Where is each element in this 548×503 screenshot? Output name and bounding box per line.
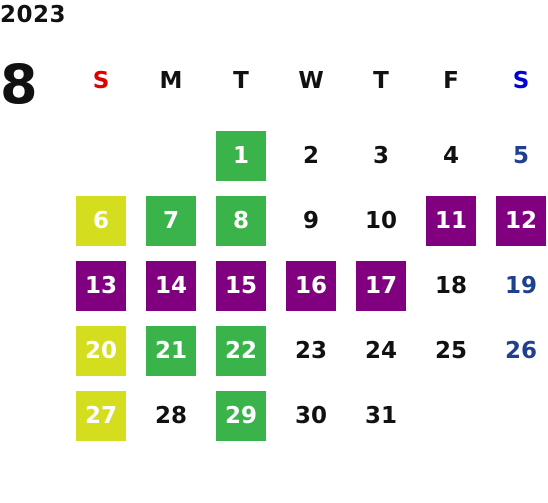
day-31[interactable]: 31	[364, 402, 397, 429]
day-19[interactable]: 19	[504, 272, 537, 299]
calendar-cell: 14	[136, 253, 206, 318]
day-15[interactable]: 15	[216, 260, 266, 311]
calendar-cell: 25	[416, 318, 486, 383]
day-8[interactable]: 8	[216, 195, 266, 246]
weekday-header: T	[373, 67, 389, 94]
day-6[interactable]: 6	[76, 195, 126, 246]
calendar-cell: 8	[206, 188, 276, 253]
calendar-cell: 21	[136, 318, 206, 383]
calendar-cell	[136, 123, 206, 188]
calendar-cell: 22	[206, 318, 276, 383]
weekday-header: M	[159, 67, 183, 94]
calendar-cell: 3	[346, 123, 416, 188]
calendar-cell: 18	[416, 253, 486, 318]
calendar-cell: 12	[486, 188, 548, 253]
calendar-cell: 10	[346, 188, 416, 253]
day-2[interactable]: 2	[302, 142, 319, 169]
day-30[interactable]: 30	[294, 402, 327, 429]
calendar-month: 8	[0, 53, 38, 116]
calendar-cell: 5	[486, 123, 548, 188]
day-20[interactable]: 20	[76, 325, 126, 376]
day-23[interactable]: 23	[294, 337, 327, 364]
calendar-cell: 4	[416, 123, 486, 188]
weekday-header: T	[233, 67, 249, 94]
weekday-header: F	[443, 67, 459, 94]
day-5[interactable]: 5	[512, 142, 529, 169]
calendar-cell: 31	[346, 383, 416, 448]
calendar-cell: 27	[66, 383, 136, 448]
calendar-cell	[486, 383, 548, 448]
calendar-cell: 16	[276, 253, 346, 318]
day-26[interactable]: 26	[504, 337, 537, 364]
day-7[interactable]: 7	[146, 195, 196, 246]
calendar-cell: 6	[66, 188, 136, 253]
calendar-cell: 15	[206, 253, 276, 318]
weekday-header: S	[512, 67, 530, 94]
day-16[interactable]: 16	[286, 260, 336, 311]
calendar-cell: 11	[416, 188, 486, 253]
calendar-cell	[66, 123, 136, 188]
calendar-cell: 24	[346, 318, 416, 383]
day-21[interactable]: 21	[146, 325, 196, 376]
calendar-year: 2023	[0, 2, 67, 28]
day-24[interactable]: 24	[364, 337, 397, 364]
day-11[interactable]: 11	[426, 195, 476, 246]
day-10[interactable]: 10	[364, 207, 397, 234]
calendar-cell: 2	[276, 123, 346, 188]
calendar-cell: 17	[346, 253, 416, 318]
calendar-cell: 7	[136, 188, 206, 253]
day-29[interactable]: 29	[216, 390, 266, 441]
calendar-cell	[416, 383, 486, 448]
day-22[interactable]: 22	[216, 325, 266, 376]
calendar-cell: 26	[486, 318, 548, 383]
calendar-cell: 30	[276, 383, 346, 448]
weekday-header: W	[298, 67, 324, 94]
day-12[interactable]: 12	[496, 195, 546, 246]
calendar-cell: 19	[486, 253, 548, 318]
day-25[interactable]: 25	[434, 337, 467, 364]
day-27[interactable]: 27	[76, 390, 126, 441]
day-9[interactable]: 9	[302, 207, 319, 234]
day-14[interactable]: 14	[146, 260, 196, 311]
day-13[interactable]: 13	[76, 260, 126, 311]
day-18[interactable]: 18	[434, 272, 467, 299]
calendar-cell: 1	[206, 123, 276, 188]
calendar-cell: 20	[66, 318, 136, 383]
weekday-header: S	[92, 67, 110, 94]
calendar-cell: 28	[136, 383, 206, 448]
calendar-cell: 23	[276, 318, 346, 383]
day-3[interactable]: 3	[372, 142, 389, 169]
calendar-cell: 29	[206, 383, 276, 448]
calendar-cell: 9	[276, 188, 346, 253]
calendar-cell: 13	[66, 253, 136, 318]
day-4[interactable]: 4	[442, 142, 459, 169]
day-17[interactable]: 17	[356, 260, 406, 311]
day-28[interactable]: 28	[154, 402, 187, 429]
day-1[interactable]: 1	[216, 130, 266, 181]
